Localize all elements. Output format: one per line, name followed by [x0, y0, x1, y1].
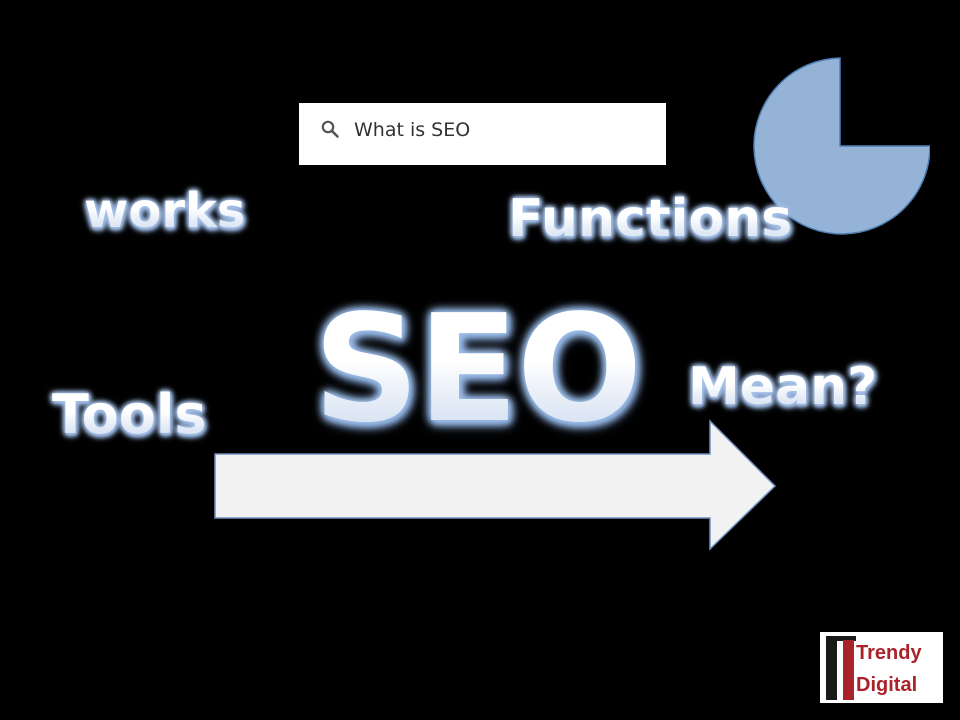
word-functions: Functions	[508, 189, 793, 249]
logo-initial-t: T	[856, 642, 868, 664]
logo-bar	[826, 636, 856, 641]
logo-bar	[843, 640, 854, 700]
logo-text-line1: Trendy	[856, 642, 922, 664]
logo-rest-igital: igital	[870, 674, 918, 696]
search-query-text: What is SEO	[354, 119, 471, 141]
word-tools: Tools	[52, 383, 207, 446]
right-arrow-shape	[214, 419, 777, 551]
pie-shape	[753, 57, 930, 235]
logo-initial-d: D	[856, 674, 871, 696]
pie-slice	[753, 57, 930, 235]
logo-bar	[826, 640, 837, 700]
word-seo: SEO	[313, 283, 643, 455]
search-box[interactable]: What is SEO	[299, 103, 666, 165]
logo-rest-rendy: rendy	[867, 642, 922, 664]
trendy-digital-logo: Trendy Digital	[820, 632, 943, 703]
word-mean: Mean?	[688, 357, 878, 417]
search-icon	[319, 118, 343, 142]
logo-text-line2: Digital	[856, 674, 917, 696]
word-works: works	[84, 183, 246, 239]
